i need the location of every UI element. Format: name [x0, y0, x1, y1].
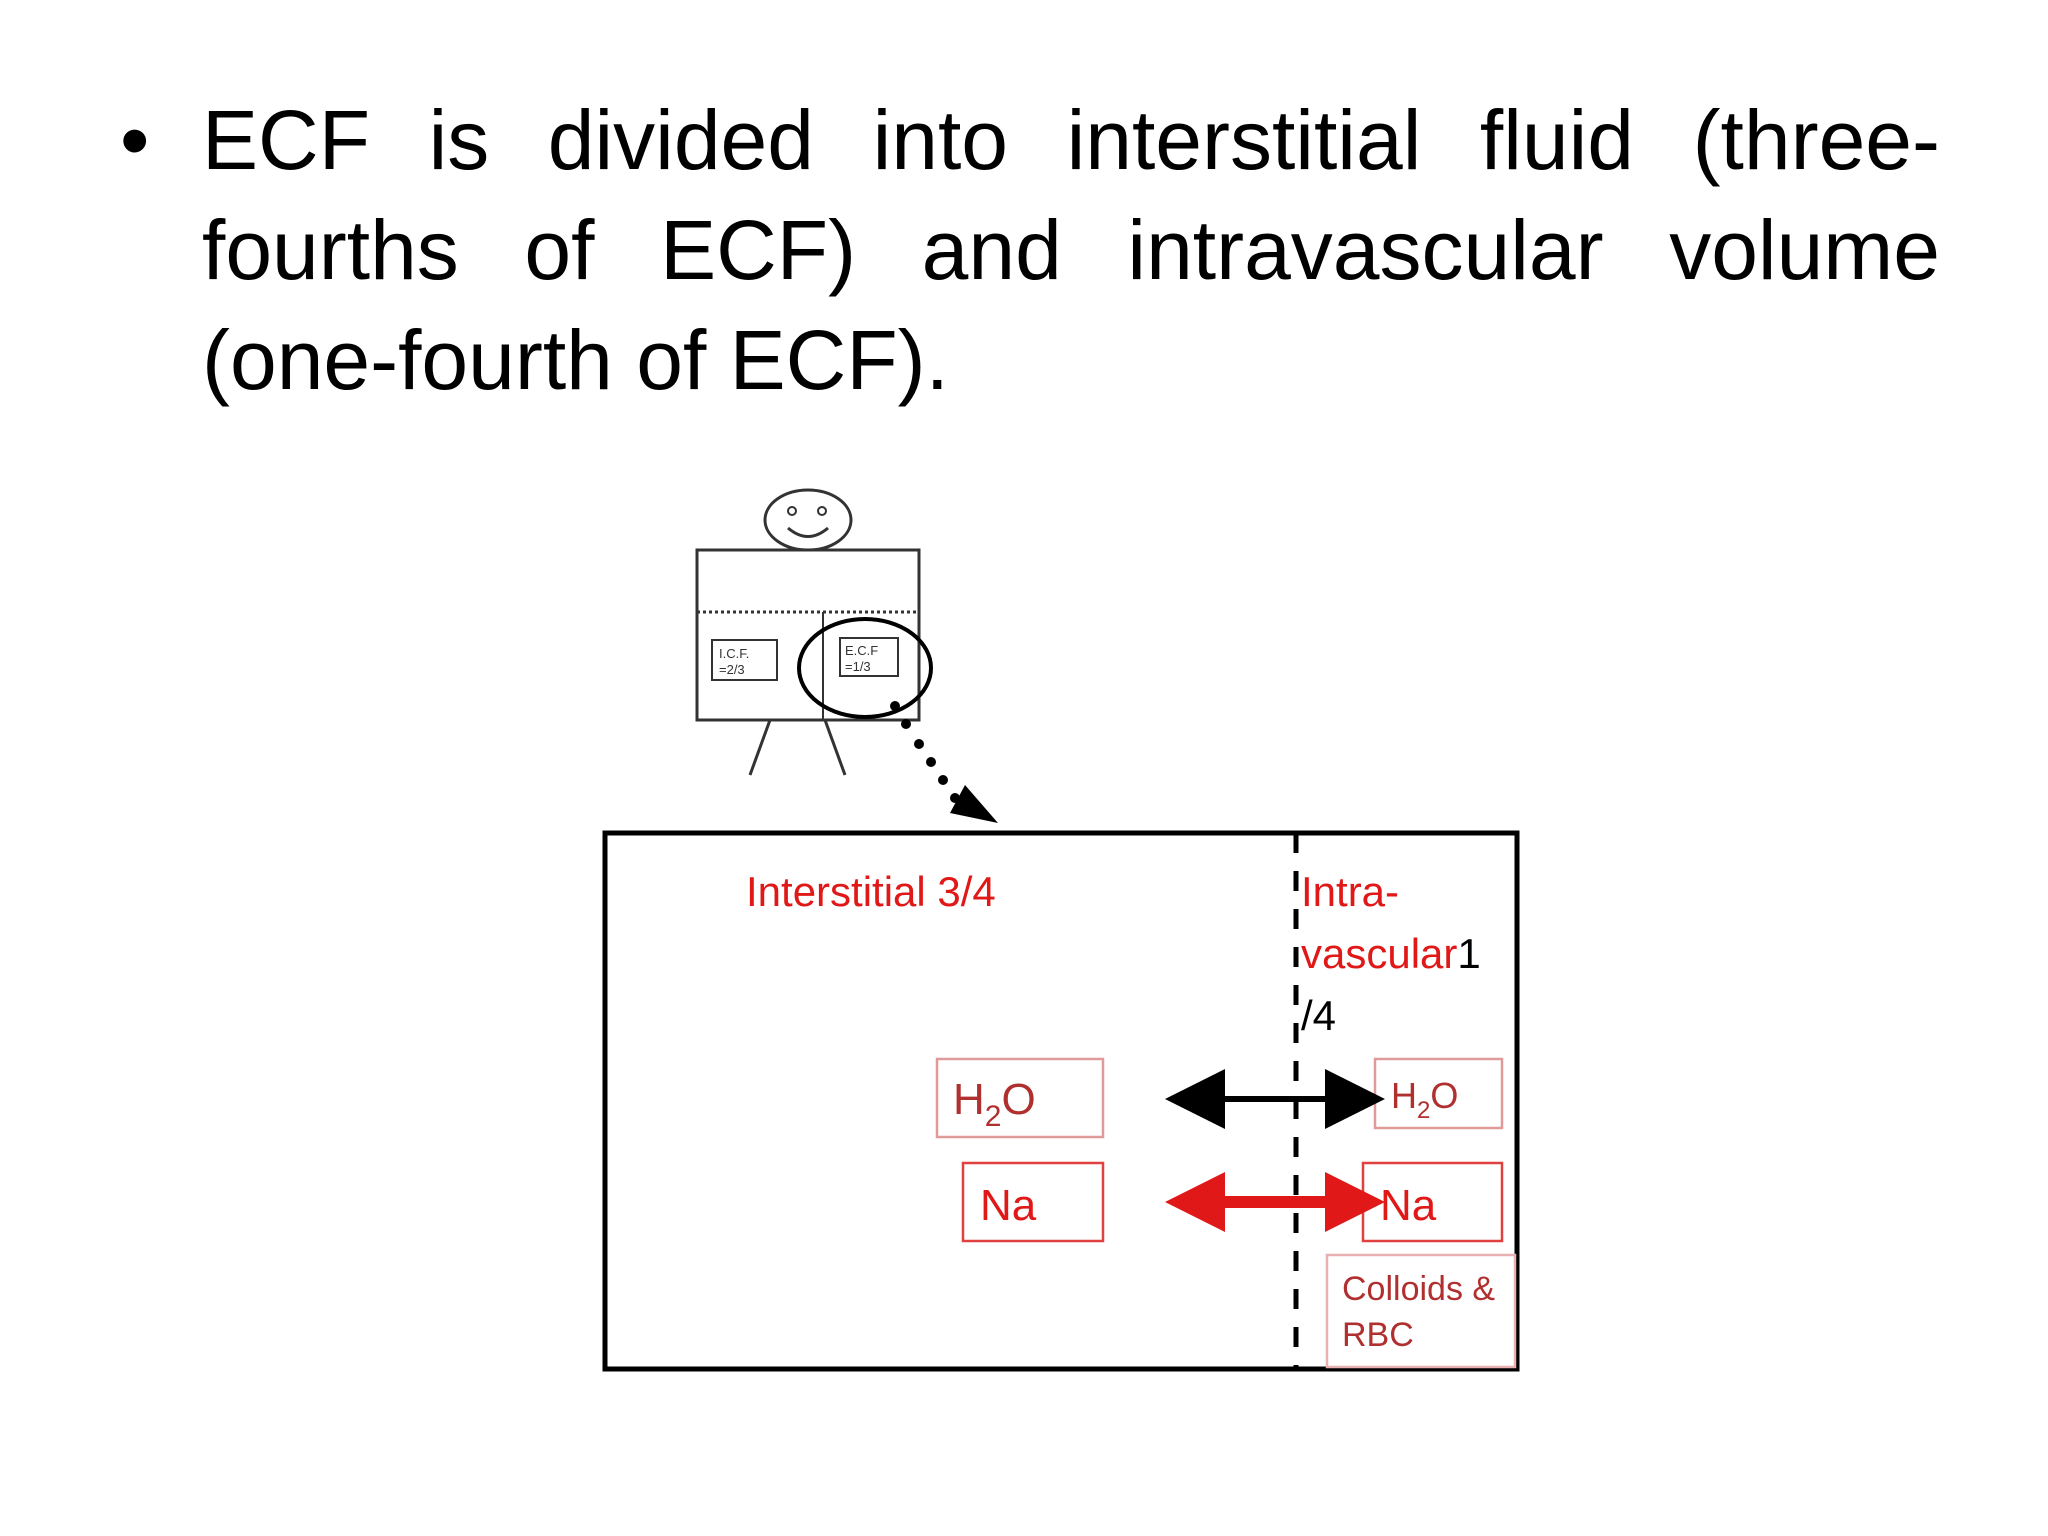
figure-left-leg: [748, 719, 772, 776]
intravascular-line1: Intra-: [1301, 868, 1399, 915]
bullet-dot: •: [120, 93, 150, 187]
intravascular-line2-red: vascular: [1301, 930, 1457, 977]
svg-text:H2O: H2O: [1391, 1075, 1458, 1124]
colloids-line2: RBC: [1342, 1316, 1414, 1354]
left-na-box: Na: [961, 1161, 1105, 1243]
svg-text:H2O: H2O: [953, 1075, 1036, 1133]
figure-right-eye: [817, 506, 827, 516]
left-h2o-box: H2O: [935, 1057, 1105, 1139]
stick-figure: I.C.F. =2/3 E.C.F =1/3: [695, 488, 933, 776]
left-h2o-end: O: [1001, 1075, 1035, 1124]
intravascular-line3: /4: [1301, 992, 1336, 1039]
figure-left-eye: [787, 506, 797, 516]
ecf-box: E.C.F =1/3: [839, 637, 899, 677]
ecf-highlight-circle: [797, 617, 933, 719]
left-h2o-sub: 2: [985, 1100, 1002, 1133]
ecf-line2: =1/3: [845, 659, 871, 674]
right-h2o-end: O: [1430, 1075, 1458, 1116]
left-na-label: Na: [980, 1181, 1037, 1230]
ecf-line1: E.C.F: [845, 643, 878, 658]
colloids-rbc-box: Colloids & RBC: [1325, 1253, 1517, 1369]
right-h2o-base: H: [1391, 1075, 1417, 1116]
ecf-compartment-box: [602, 830, 1520, 1372]
icf-box: I.C.F. =2/3: [711, 639, 778, 681]
figure-body: [695, 548, 921, 722]
colloids-line1: Colloids &: [1342, 1270, 1495, 1308]
icf-line1: I.C.F.: [719, 646, 749, 661]
interstitial-label: Interstitial 3/4: [746, 868, 996, 915]
zoom-arrowhead: [950, 785, 998, 823]
figure-smile: [787, 526, 829, 538]
right-h2o-sub: 2: [1417, 1097, 1430, 1124]
right-na-box: Na: [1361, 1161, 1504, 1243]
zoom-arrow: [890, 701, 998, 823]
bullet-text: ECF is divided into interstitial fluid (…: [202, 93, 1940, 407]
intravascular-label: Intra- vascular1 /4: [1301, 868, 1481, 1039]
svg-text:vascular1: vascular1: [1301, 930, 1481, 977]
icf-line2: =2/3: [719, 662, 745, 677]
intravascular-line2-black: 1: [1457, 930, 1480, 977]
figure-right-leg: [823, 719, 847, 776]
figure-head: [763, 488, 853, 552]
right-na-label: Na: [1380, 1181, 1437, 1230]
right-h2o-box: H2O: [1373, 1057, 1504, 1130]
left-h2o-base: H: [953, 1075, 985, 1124]
